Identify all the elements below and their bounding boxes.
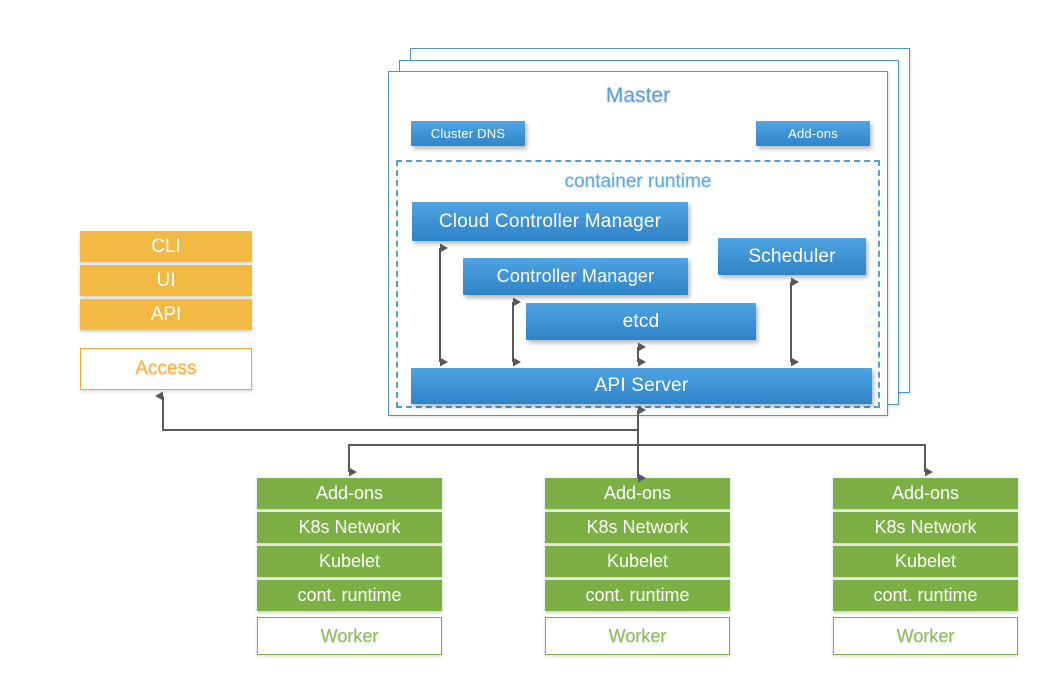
worker-1-layer-kubelet[interactable]: Kubelet	[257, 546, 442, 577]
access-footer: Access	[80, 348, 252, 390]
access-layer-cli[interactable]: CLI	[80, 231, 252, 262]
controller-manager-box[interactable]: Controller Manager	[463, 258, 688, 295]
access-layer-cli-label: CLI	[151, 235, 181, 257]
worker-1-layer-addons[interactable]: Add-ons	[257, 478, 442, 509]
controller-manager-label: Controller Manager	[496, 266, 655, 286]
worker-3-footer-label: Worker	[896, 625, 955, 646]
master-addons-label: Add-ons	[788, 126, 838, 141]
api-server-label: API Server	[594, 375, 689, 396]
worker-3-layer-addons[interactable]: Add-ons	[833, 478, 1018, 509]
worker-1-network-label: K8s Network	[298, 517, 401, 537]
worker-3-kubelet-label: Kubelet	[894, 551, 957, 571]
worker-1-kubelet-label: Kubelet	[318, 551, 381, 571]
worker-3-addons-label: Add-ons	[891, 483, 960, 503]
worker-2-layer-network[interactable]: K8s Network	[545, 512, 730, 543]
worker-2-layer-addons[interactable]: Add-ons	[545, 478, 730, 509]
worker-1-layer-network[interactable]: K8s Network	[257, 512, 442, 543]
cloud-controller-manager-box[interactable]: Cloud Controller Manager	[412, 202, 688, 241]
arrow-bus-worker-3	[638, 444, 933, 477]
access-footer-label: Access	[135, 358, 197, 379]
access-layer-ui[interactable]: UI	[80, 265, 252, 296]
cloud-controller-manager-label: Cloud Controller Manager	[438, 210, 662, 232]
worker-3-layer-runtime[interactable]: cont. runtime	[833, 580, 1018, 611]
worker-2-layer-kubelet[interactable]: Kubelet	[545, 546, 730, 577]
api-server-box[interactable]: API Server	[411, 368, 872, 404]
master-title: Master	[605, 84, 671, 107]
worker-3-layer-network[interactable]: K8s Network	[833, 512, 1018, 543]
worker-2-runtime-label: cont. runtime	[585, 585, 690, 605]
worker-2-addons-label: Add-ons	[603, 483, 672, 503]
worker-1-addons-label: Add-ons	[315, 483, 384, 503]
etcd-box[interactable]: etcd	[526, 303, 756, 340]
cluster-dns-box[interactable]: Cluster DNS	[411, 121, 525, 146]
cluster-dns-label: Cluster DNS	[430, 126, 506, 141]
worker-2-layer-runtime[interactable]: cont. runtime	[545, 580, 730, 611]
access-layer-api[interactable]: API	[80, 299, 252, 330]
worker-3-layer-kubelet[interactable]: Kubelet	[833, 546, 1018, 577]
etcd-label: etcd	[622, 310, 660, 332]
worker-2-kubelet-label: Kubelet	[606, 551, 669, 571]
worker-1-layer-runtime[interactable]: cont. runtime	[257, 580, 442, 611]
worker-1-footer: Worker	[257, 617, 442, 655]
worker-1-footer-label: Worker	[320, 625, 379, 646]
access-layer-ui-label: UI	[156, 269, 176, 291]
worker-2-network-label: K8s Network	[586, 517, 689, 537]
access-layer-api-label: API	[150, 303, 182, 325]
worker-3-footer: Worker	[833, 617, 1018, 655]
worker-2-footer-label: Worker	[608, 625, 667, 646]
container-runtime-title: container runtime	[564, 171, 712, 192]
scheduler-label: Scheduler	[748, 245, 836, 267]
worker-3-runtime-label: cont. runtime	[873, 585, 978, 605]
worker-1-runtime-label: cont. runtime	[297, 585, 402, 605]
worker-2-footer: Worker	[545, 617, 730, 655]
worker-3-network-label: K8s Network	[874, 517, 977, 537]
arrow-bus-worker-1	[348, 444, 638, 477]
scheduler-box[interactable]: Scheduler	[718, 238, 866, 275]
master-addons-box[interactable]: Add-ons	[756, 121, 870, 146]
